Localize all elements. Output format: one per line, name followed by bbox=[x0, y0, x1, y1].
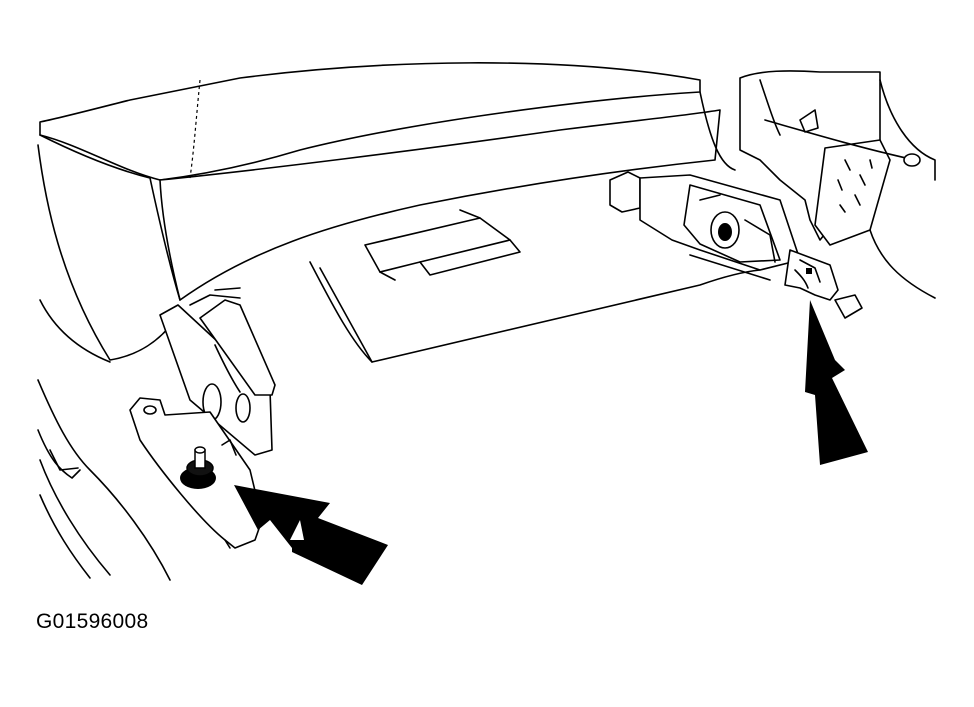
right-latch-bracket bbox=[784, 249, 863, 319]
seat-belt-assembly bbox=[699, 70, 936, 299]
seat-cushion bbox=[37, 62, 721, 363]
figure-code: G01596008 bbox=[36, 610, 149, 633]
right-pointer-arrow bbox=[805, 300, 868, 465]
left-pointer-arrow bbox=[234, 485, 388, 585]
floor-pan-edge-lower bbox=[319, 267, 373, 363]
floor-trim bbox=[37, 379, 171, 581]
seat-track-bracket bbox=[364, 209, 521, 281]
floor-contour-right bbox=[689, 254, 771, 281]
left-mounting-bolt bbox=[180, 439, 237, 489]
left-pointer-arrow-notch bbox=[290, 520, 304, 540]
right-seat-track bbox=[609, 171, 801, 271]
floor-pan-edge bbox=[309, 261, 761, 363]
